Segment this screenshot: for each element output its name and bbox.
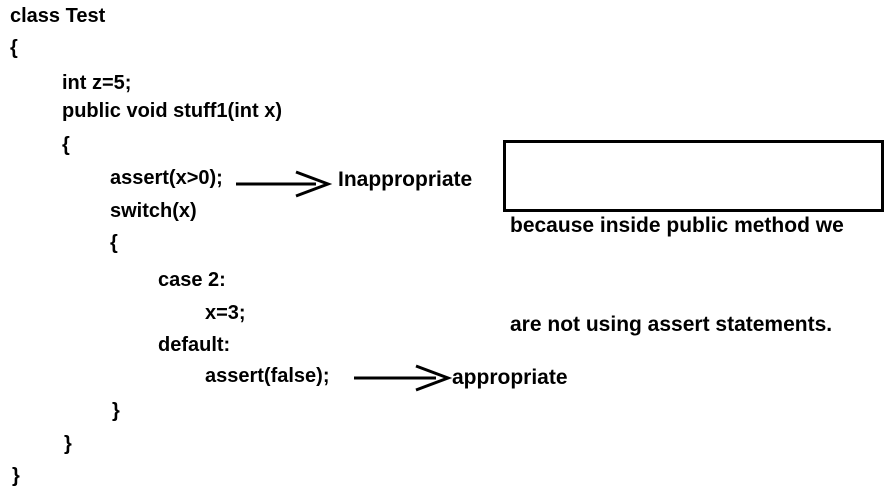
code-line-switch-open-brace: {: [110, 232, 118, 254]
code-line-int-z: int z=5;: [62, 72, 132, 94]
code-line-x-assign: x=3;: [205, 302, 246, 324]
code-line-method-declaration: public void stuff1(int x): [62, 100, 282, 122]
code-line-assert-false: assert(false);: [205, 365, 330, 387]
code-line-assert-x: assert(x>0);: [110, 167, 223, 189]
inappropriate-label: Inappropriate: [338, 168, 473, 191]
note-line: because inside public method we: [510, 214, 844, 237]
code-line-class-declaration: class Test: [10, 5, 106, 27]
inappropriate-arrow-icon: [236, 170, 333, 198]
code-line-switch: switch(x): [110, 200, 197, 222]
code-line-class-close-brace: }: [12, 465, 20, 487]
code-line-switch-close-brace: }: [112, 400, 120, 422]
code-line-method-open-brace: {: [62, 134, 70, 156]
code-line-case-2: case 2:: [158, 269, 226, 291]
appropriate-arrow-icon: [354, 364, 453, 392]
appropriate-label: appropriate: [452, 366, 568, 389]
code-line-method-close-brace: }: [64, 433, 72, 455]
explanation-note-box: because inside public method we are not …: [503, 140, 884, 336]
code-line-class-open-brace: {: [10, 37, 18, 59]
note-line: are not using assert statements.: [510, 313, 833, 336]
code-line-default: default:: [158, 334, 231, 356]
